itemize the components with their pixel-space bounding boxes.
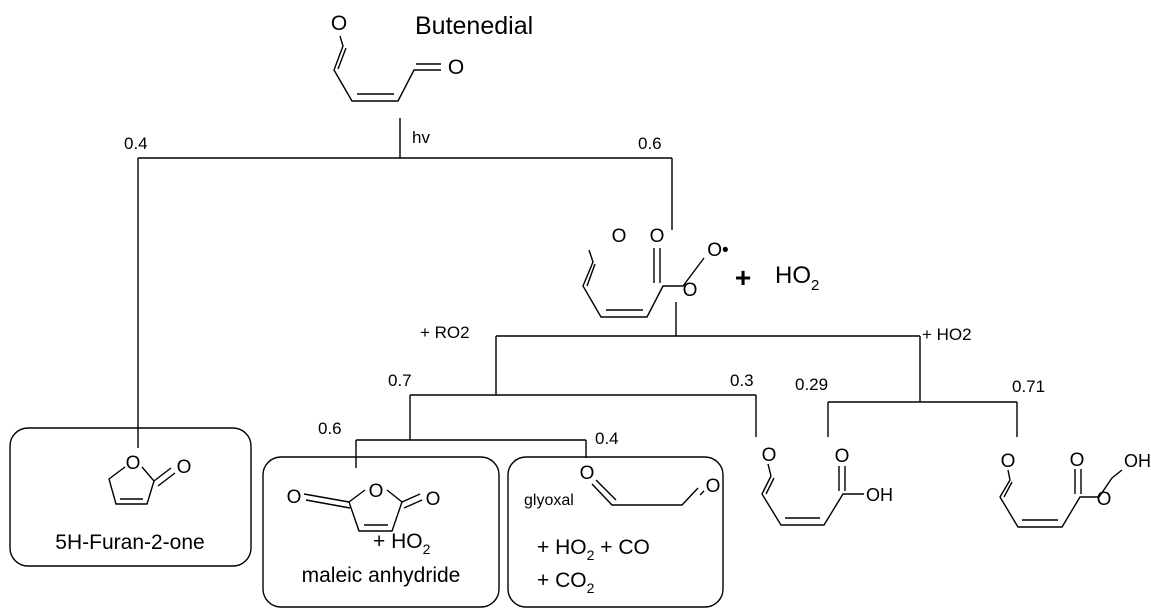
atom-label: O xyxy=(706,476,721,497)
glyoxal-structure: O O xyxy=(580,463,721,506)
product-box-maleic xyxy=(262,456,500,608)
ro2-connector xyxy=(409,394,757,440)
carboxylic-acid-structure: O O OH xyxy=(761,445,893,526)
glyoxal-coproducts-line2: + CO2 xyxy=(537,569,595,596)
atom-label: O xyxy=(580,463,595,484)
product-name: 5H-Furan-2-one xyxy=(55,531,204,554)
branch-ratio: 0.3 xyxy=(730,371,754,390)
atom-label: O xyxy=(650,226,665,247)
channel-label-ro2: + RO2 xyxy=(420,323,470,342)
branch-ratio: 0.71 xyxy=(1012,377,1045,396)
product-box-furanone xyxy=(9,427,252,567)
atom-label: O xyxy=(177,457,192,478)
product-name: maleic anhydride xyxy=(302,564,461,587)
atom-label: O xyxy=(448,56,464,79)
branch-ratio: 0.7 xyxy=(388,371,412,390)
butenedial-structure: O O xyxy=(331,12,464,102)
ho2-connector xyxy=(827,401,1018,437)
plus-sign: + xyxy=(735,262,751,293)
atom-label: O xyxy=(126,453,141,474)
atom-label: O xyxy=(287,487,302,508)
branch-ratio: 0.4 xyxy=(124,134,148,153)
atom-label: O xyxy=(1070,450,1085,471)
atom-label: O xyxy=(1001,451,1016,472)
coproduct-ho2: HO2 xyxy=(775,262,819,294)
glyoxal-coproducts-line1: + HO2 + CO xyxy=(537,536,650,563)
photolysis-connector xyxy=(137,118,673,448)
atom-label: O xyxy=(612,226,627,247)
reactant-name: Butenedial xyxy=(415,12,533,40)
product-name: glyoxal xyxy=(524,492,574,509)
atom-label: O xyxy=(369,481,384,502)
branch-ratio: 0.29 xyxy=(795,375,828,394)
atom-label: O xyxy=(1097,489,1112,510)
atom-radical-label: O• xyxy=(707,240,728,261)
atom-label: OH xyxy=(1124,451,1151,471)
atom-label: O xyxy=(762,445,777,466)
maleic-anhydride-structure: O O O xyxy=(287,481,441,532)
atom-label: O xyxy=(835,446,850,467)
sub-connector xyxy=(355,439,587,468)
radical-connector xyxy=(495,302,921,402)
furanone-structure: O O xyxy=(108,453,192,505)
maleic-coproduct: + HO2 xyxy=(373,530,431,557)
branch-ratio: 0.6 xyxy=(318,419,342,438)
atom-label: O xyxy=(426,489,441,510)
product-box-glyoxal xyxy=(507,456,724,608)
atom-label: OH xyxy=(866,485,893,505)
branch-ratio: 0.6 xyxy=(638,134,662,153)
branch-ratio: 0.4 xyxy=(595,429,619,448)
atom-label: O xyxy=(683,280,698,301)
peroxy-acid-structure: O O O OH xyxy=(999,450,1151,528)
acylperoxy-radical-structure: O O O O• xyxy=(582,226,729,318)
photolysis-label: hv xyxy=(412,128,430,147)
channel-label-ho2: + HO2 xyxy=(922,325,972,344)
atom-label: O xyxy=(331,12,347,35)
